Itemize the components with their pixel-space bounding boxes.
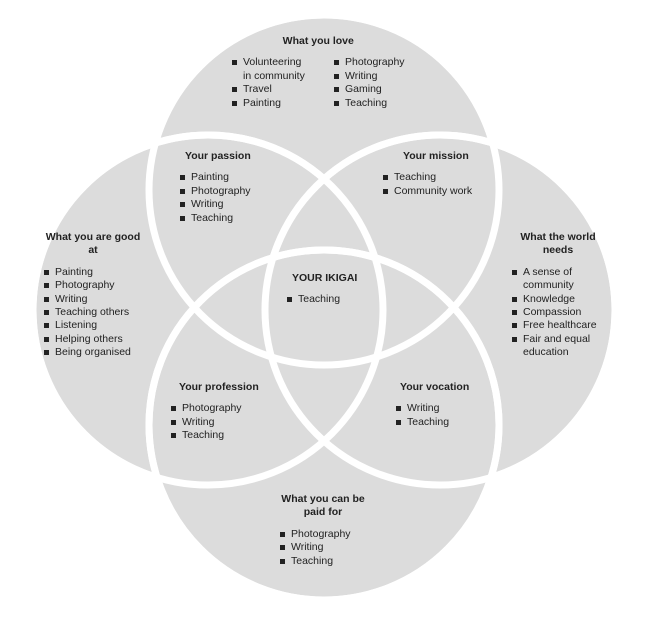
list-item: Volunteering in community	[232, 56, 312, 83]
list-item: Photography	[171, 402, 259, 415]
list-item: Painting	[44, 266, 142, 279]
circle-what-the-world-needs-outline	[261, 131, 619, 489]
list-item: Listening	[44, 319, 142, 332]
region-title: What you are good at	[45, 231, 141, 257]
region-title: Your profession	[179, 381, 259, 393]
list-item: Teaching	[383, 171, 472, 184]
list-item: Helping others	[44, 333, 142, 346]
circle-what-you-can-be-paid-for-outline	[145, 246, 503, 604]
region-title: Your vocation	[400, 381, 470, 393]
list-item: Painting	[232, 97, 312, 110]
region-what-the-world-needs: What the world needs A sense of communit…	[512, 231, 604, 360]
ikigai-list: Teaching	[287, 293, 357, 306]
list-item: Writing	[280, 541, 368, 554]
list-item: A sense of community	[512, 266, 598, 293]
list-item: Painting	[180, 171, 251, 184]
list-item: Knowledge	[512, 293, 598, 306]
list-item: Teaching	[287, 293, 357, 306]
list-item: Teaching	[280, 555, 368, 568]
list-item: Teaching	[334, 97, 405, 110]
region-your-ikigai: YOUR IKIGAI Teaching	[287, 272, 357, 307]
list-item: Photography	[44, 279, 142, 292]
list-item: Writing	[396, 402, 469, 415]
list-item: Community work	[383, 185, 472, 198]
list-item: Being organised	[44, 346, 142, 359]
list-item: Compassion	[512, 306, 598, 319]
list-item: Writing	[171, 416, 259, 429]
list-item: Fair and equal education	[512, 333, 598, 360]
list-item: Teaching	[180, 212, 251, 225]
region-title: What you love	[282, 35, 354, 47]
list-item: Travel	[232, 83, 312, 96]
list-item: Teaching others	[44, 306, 142, 319]
circle-what-you-love-outline	[145, 11, 503, 369]
list-item: Writing	[44, 293, 142, 306]
region-title: What the world needs	[520, 231, 596, 257]
list-item: Photography	[334, 56, 405, 69]
region-title: YOUR IKIGAI	[292, 272, 358, 284]
list-item: Writing	[180, 198, 251, 211]
list-item: Free healthcare	[512, 319, 598, 332]
region-title: What you can be paid for	[281, 493, 365, 519]
list-item: Photography	[280, 528, 368, 541]
region-title: Your mission	[403, 150, 469, 162]
list-item: Gaming	[334, 83, 405, 96]
list-item: Teaching	[171, 429, 259, 442]
circle-what-you-are-good-at-outline	[29, 131, 387, 489]
list-item: Photography	[180, 185, 251, 198]
list-item: Teaching	[396, 416, 469, 429]
list-item: Writing	[334, 70, 405, 83]
region-title: Your passion	[185, 150, 251, 162]
